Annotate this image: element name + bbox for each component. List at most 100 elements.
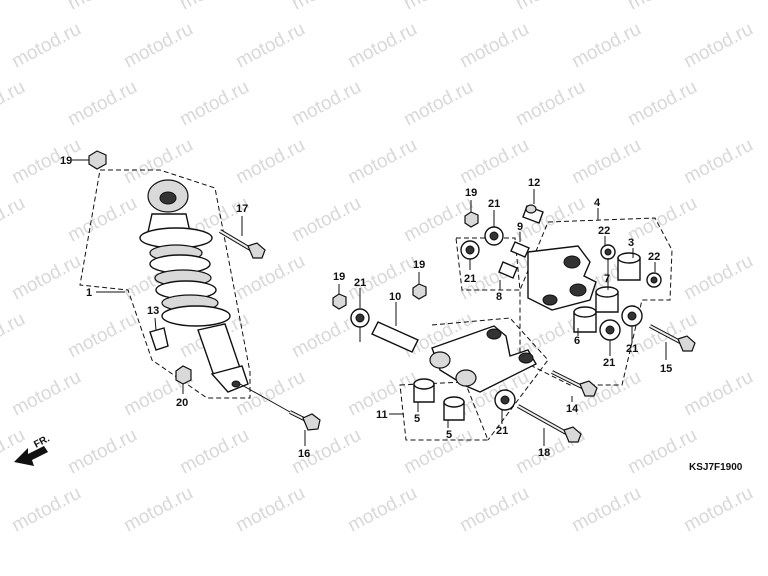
watermark-text: motod.ru	[400, 0, 476, 14]
link-rod-11	[429, 325, 537, 393]
front-arrow-icon	[14, 446, 48, 466]
callout-21: 21	[488, 198, 500, 210]
watermark-text: motod.ru	[232, 483, 308, 537]
watermark-text: motod.ru	[64, 193, 140, 247]
watermark-text: motod.ru	[64, 0, 140, 14]
watermark-text: motod.ru	[64, 425, 140, 479]
diagram-code: KSJ7F1900	[689, 462, 743, 473]
watermark-text: motod.ru	[680, 19, 756, 73]
watermark-text: motod.ru	[8, 135, 84, 189]
watermark-text: motod.ru	[680, 483, 756, 537]
callout-19: 19	[465, 187, 477, 199]
watermark-text: motod.ru	[568, 19, 644, 73]
watermark-text: motod.ru	[512, 0, 588, 14]
watermark-text: motod.ru	[288, 77, 364, 131]
watermark-text: motod.ru	[624, 0, 700, 14]
callout-numbers: 19 1 13 20 17 16 19 21 12 9 21 8 4 22 3 …	[60, 155, 672, 460]
callout-9: 9	[517, 221, 523, 233]
callout-7: 7	[604, 273, 610, 285]
nut-20	[175, 365, 192, 385]
watermark-text: motod.ru	[176, 0, 252, 14]
nut-19-c	[332, 293, 347, 310]
callout-6: 6	[574, 335, 580, 347]
callout-15: 15	[660, 363, 672, 375]
watermark-text: motod.ru	[8, 367, 84, 421]
watermark-text: motod.ru	[0, 425, 29, 479]
callout-5: 5	[414, 413, 420, 425]
nut-19	[88, 150, 107, 170]
callout-18: 18	[538, 447, 550, 459]
callout-16: 16	[298, 448, 310, 460]
bolt-16	[289, 410, 321, 431]
watermark-text: motod.ru	[64, 309, 140, 363]
callout-20: 20	[176, 397, 188, 409]
callout-1: 1	[86, 287, 92, 299]
bolt-17	[218, 229, 266, 259]
callout-11: 11	[376, 409, 388, 421]
watermark-text: motod.ru	[232, 251, 308, 305]
watermark-text: motod.ru	[344, 135, 420, 189]
callout-5: 5	[446, 429, 452, 441]
watermark-text: motod.ru	[680, 367, 756, 421]
collar-3	[617, 252, 641, 281]
callout-10: 10	[389, 291, 401, 303]
callout-13: 13	[147, 305, 159, 317]
label-13	[149, 327, 169, 351]
callout-19: 19	[413, 259, 425, 271]
callout-21: 21	[603, 357, 615, 369]
watermark-text: motod.ru	[456, 135, 532, 189]
watermark-text: motod.ru	[680, 135, 756, 189]
shock-absorber	[139, 179, 249, 393]
collar-6	[573, 306, 597, 333]
watermark-text: motod.ru	[400, 425, 476, 479]
watermark-text: motod.ru	[176, 77, 252, 131]
collar-7	[595, 286, 619, 313]
bolt-18	[517, 404, 582, 443]
collar-9	[510, 241, 530, 258]
watermark-text: motod.ru	[120, 19, 196, 73]
watermark-text: motod.ru	[8, 483, 84, 537]
shock-absorber-group	[72, 150, 321, 446]
watermark-text: motod.ru	[400, 77, 476, 131]
linkage-group	[332, 189, 696, 446]
watermark-text: motod.ru	[568, 367, 644, 421]
callout-12: 12	[528, 177, 540, 189]
callout-21: 21	[354, 277, 366, 289]
watermark-text: motod.ru	[344, 19, 420, 73]
watermark-text: motod.ru	[0, 77, 29, 131]
watermark-text: motod.ru	[568, 135, 644, 189]
callout-4: 4	[594, 197, 601, 209]
callout-8: 8	[496, 291, 502, 303]
watermark-text: motod.ru	[624, 193, 700, 247]
callout-3: 3	[628, 237, 634, 249]
callout-17: 17	[236, 203, 248, 215]
callout-19: 19	[333, 271, 345, 283]
watermark-text: motod.ru	[568, 483, 644, 537]
watermark-text: motod.ru	[8, 19, 84, 73]
collar-5a	[413, 378, 435, 403]
watermark-text: motod.ru	[288, 193, 364, 247]
collar-5b	[443, 396, 465, 421]
watermark-text: motod.ru	[0, 309, 29, 363]
link-arm-4	[527, 245, 597, 311]
callout-22: 22	[648, 251, 660, 263]
callout-21: 21	[496, 425, 508, 437]
nut-19-d	[412, 283, 427, 300]
watermark-text: motod.ru	[64, 77, 140, 131]
watermark-text: motod.ru	[288, 0, 364, 14]
callout-21: 21	[464, 273, 476, 285]
bolt-14	[551, 370, 598, 397]
watermark-text: motod.ru	[176, 425, 252, 479]
watermark-text: motod.ru	[232, 135, 308, 189]
watermark-text: motod.ru	[680, 251, 756, 305]
bolt-15	[649, 324, 696, 352]
watermark-text: motod.ru	[232, 19, 308, 73]
collar-10	[371, 321, 419, 353]
callout-19: 19	[60, 155, 72, 167]
watermark-text: motod.ru	[456, 19, 532, 73]
watermark-text: motod.ru	[120, 483, 196, 537]
watermark-text: motod.ru	[512, 193, 588, 247]
watermark-text: motod.ru	[0, 0, 29, 14]
